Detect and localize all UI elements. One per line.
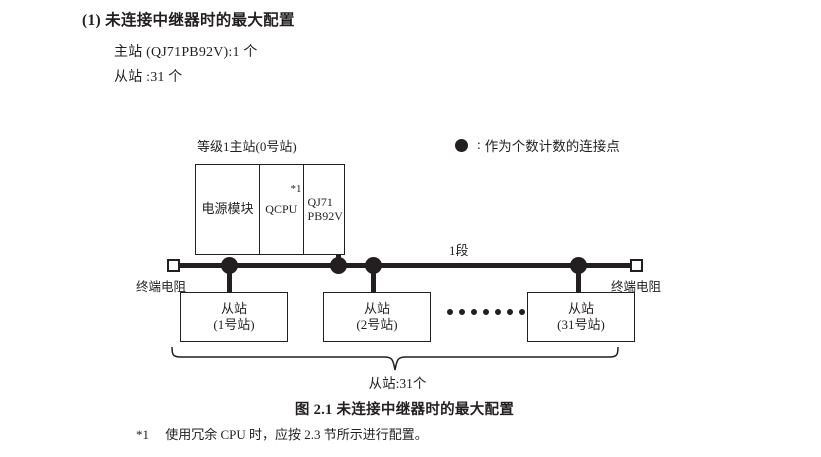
slave-station-box-31: 从站 (31号站) — [527, 292, 635, 342]
section-line-slave: 从站 :31 个 — [114, 70, 183, 85]
ellipsis-dot — [483, 309, 489, 315]
drop-line-slave-31 — [576, 265, 581, 293]
slave-station-1-line2: (1号站) — [213, 317, 255, 332]
master-cell-module-line2: PB92V — [307, 208, 343, 223]
master-cell-power-supply-label: 电源模块 — [201, 201, 254, 217]
slave-station-2-line1: 从站 — [363, 300, 390, 316]
ellipsis-dots — [447, 309, 525, 315]
slave-count-label: 从站:31个 — [368, 376, 427, 391]
connection-node-dot — [330, 257, 347, 274]
slave-group-brace — [170, 346, 620, 372]
brace-label-wrap: 从站:31个 — [0, 372, 821, 392]
slave-station-1-line1: 从站 — [220, 300, 247, 316]
terminal-resistor-left-icon — [167, 259, 180, 272]
bus-line — [175, 263, 636, 268]
master-cell-module: QJ71 PB92V — [302, 165, 344, 254]
footnote-text: 使用冗余 CPU 时，应按 2.3 节所示进行配置。 — [165, 427, 428, 442]
legend-label: 作为个数计数的连接点 — [484, 139, 620, 154]
slave-station-box-1: 从站 (1号站) — [180, 292, 288, 342]
slave-station-box-2: 从站 (2号站) — [323, 292, 431, 342]
figure-caption-wrap: 图 2.1 未连接中继器时的最大配置 — [0, 398, 821, 419]
footnote-marker: *1 — [290, 183, 302, 195]
slave-station-31-line1: 从站 — [567, 300, 594, 316]
figure-caption: 图 2.1 未连接中继器时的最大配置 — [294, 402, 515, 418]
master-cell-qcpu: QCPU *1 — [259, 165, 302, 254]
master-cell-qcpu-label: QCPU — [265, 201, 298, 216]
master-cell-module-line1: QJ71 — [307, 194, 333, 209]
filled-circle-icon — [455, 138, 468, 152]
legend: : 作为个数计数的连接点 — [455, 135, 620, 155]
section-title: (1) 未连接中继器时的最大配置 — [82, 12, 295, 29]
slave-station-2-line2: (2号站) — [356, 317, 398, 332]
master-cell-power-supply: 电源模块 — [196, 165, 259, 254]
ellipsis-dot — [447, 309, 453, 315]
ellipsis-dot — [459, 309, 465, 315]
drop-line-slave-1 — [227, 265, 232, 293]
footnote: *1 使用冗余 CPU 时，应按 2.3 节所示进行配置。 — [136, 424, 428, 443]
ellipsis-dot — [507, 309, 513, 315]
ellipsis-dot — [495, 309, 501, 315]
terminal-resistor-right-icon — [630, 259, 643, 272]
ellipsis-dot — [519, 309, 525, 315]
master-station-box: 电源模块 QCPU *1 QJ71 PB92V — [195, 164, 345, 255]
brace-shape-icon — [171, 346, 619, 371]
slave-station-31-line2: (31号站) — [557, 317, 605, 332]
master-station-label: 等级1主站(0号站) — [197, 139, 297, 154]
section-line-master: 主站 (QJ71PB92V):1 个 — [114, 45, 258, 60]
footnote-mark: *1 — [136, 427, 149, 442]
terminal-resistor-right-label: 终端电阻 — [611, 280, 662, 294]
segment-label: 1段 — [449, 243, 469, 258]
ellipsis-dot — [471, 309, 477, 315]
terminal-resistor-left-label: 终端电阻 — [136, 280, 187, 294]
drop-line-slave-2 — [371, 265, 376, 293]
legend-colon: : — [477, 137, 481, 152]
